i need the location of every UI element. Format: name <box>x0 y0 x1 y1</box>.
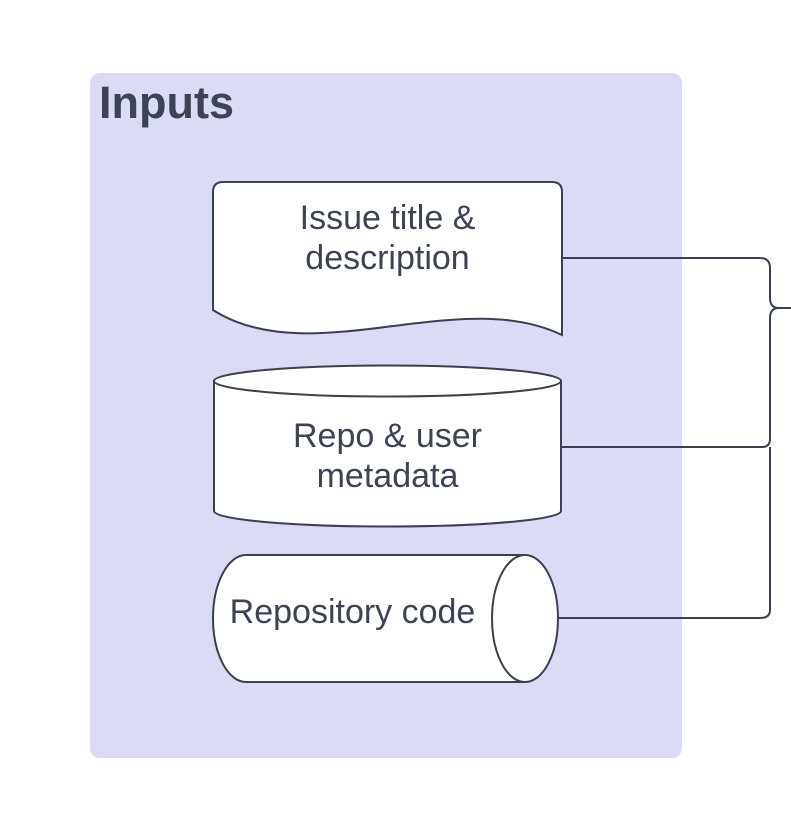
connector-code-to-trunk <box>558 447 771 619</box>
horizontal-cylinder-end <box>491 554 559 683</box>
horizontal-cylinder-label: Repository code <box>229 593 476 631</box>
database-cylinder-top <box>213 364 562 398</box>
horizontal-cylinder-shape <box>212 554 559 683</box>
database-cylinder-body <box>213 380 562 528</box>
connector-issue-to-merge <box>562 257 791 309</box>
document-shape-label: Issue title & description <box>299 199 476 277</box>
database-cylinder-shape <box>213 364 562 528</box>
horizontal-cylinder-body <box>212 554 526 683</box>
inputs-group-title: Inputs <box>99 77 234 128</box>
database-cylinder-label: Repo & user metadata <box>293 417 482 495</box>
connector-metadata-to-merge <box>561 307 779 448</box>
document-shape <box>212 181 563 337</box>
